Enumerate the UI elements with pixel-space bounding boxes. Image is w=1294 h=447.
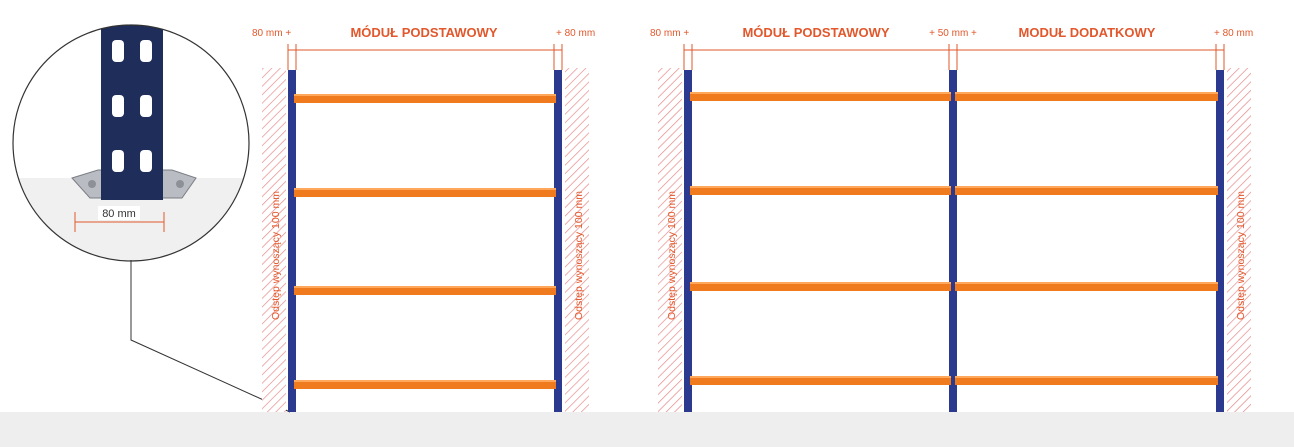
floor bbox=[0, 412, 1294, 447]
dim-right-80: + 80 mm bbox=[556, 28, 595, 39]
detail-dimension-label: 80 mm bbox=[102, 208, 136, 220]
upright-left bbox=[288, 70, 296, 412]
base-plate-detail: 80 mm bbox=[12, 24, 291, 413]
clearance-label-right-b: Odstęp wynoszący 100 mm bbox=[1235, 191, 1247, 320]
dim-right-80-b: + 80 mm bbox=[1214, 28, 1253, 39]
wall-hatch-left bbox=[262, 68, 286, 412]
module-additional-label: MODUŁ DODATKOWY bbox=[1019, 25, 1156, 40]
wall-hatch-right-b bbox=[1227, 68, 1251, 412]
module-basic-label: MÓDUŁ PODSTAWOWY bbox=[350, 25, 497, 40]
dim-left-80-b: 80 mm + bbox=[650, 28, 689, 39]
right-rack: 80 mm + MÓDUŁ PODSTAWOWY + 50 mm + MODUŁ… bbox=[650, 25, 1253, 412]
clearance-label-left-b: Odstęp wynoszący 100 mm bbox=[666, 191, 678, 320]
upright-left-b bbox=[684, 70, 692, 412]
clearance-label-left: Odstęp wynoszący 100 mm bbox=[270, 191, 282, 320]
module-basic-label-b: MÓDUŁ PODSTAWOWY bbox=[742, 25, 889, 40]
beams-b bbox=[690, 92, 1218, 385]
upright-mid-b bbox=[949, 70, 957, 412]
clearance-label-right: Odstęp wynoszący 100 mm bbox=[573, 191, 585, 320]
dim-mid-50: + 50 mm + bbox=[929, 28, 977, 39]
dim-left-80: 80 mm + bbox=[252, 28, 291, 39]
upright-column bbox=[101, 25, 163, 200]
upright-right bbox=[554, 70, 562, 412]
wall-hatch-left-b bbox=[658, 68, 682, 412]
leader-line bbox=[130, 260, 291, 413]
beams bbox=[294, 94, 556, 389]
left-rack: 80 mm + MÓDUŁ PODSTAWOWY + 80 mm Odstęp … bbox=[252, 25, 595, 412]
upright-right-b bbox=[1216, 70, 1224, 412]
wall-hatch-right bbox=[565, 68, 589, 412]
